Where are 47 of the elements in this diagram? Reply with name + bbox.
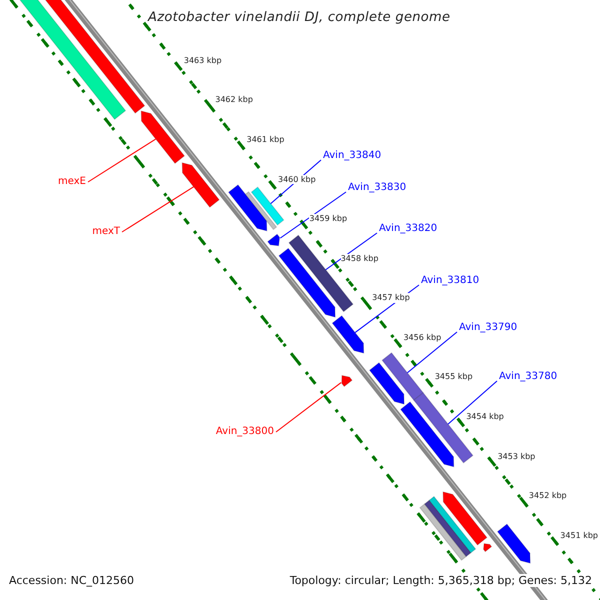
tick-label: 3455 kbp — [434, 372, 473, 382]
tick-label: 3460 kbp — [278, 174, 316, 184]
gene-block — [140, 110, 186, 164]
tick-label: 3459 kbp — [309, 214, 348, 224]
tick-label: 3454 kbp — [466, 412, 504, 422]
genome-info-text: Topology: circular; Length: 5,365,318 bp; Genes: 5,132 — [290, 574, 592, 588]
leader-line — [280, 192, 346, 239]
gene-block — [228, 184, 268, 232]
leader-line — [122, 186, 194, 232]
gene-block — [250, 186, 284, 226]
tick-label: 3457 kbp — [372, 293, 410, 303]
tick-label: 3452 kbp — [528, 491, 567, 501]
title: Azotobacter vinelandii DJ, complete genome — [148, 10, 450, 26]
leader-line — [325, 232, 378, 270]
gene-label: Avin_33820 — [379, 223, 438, 235]
tick-label: 3451 kbp — [560, 530, 598, 540]
gene-label: mexE — [58, 176, 86, 188]
gene-block — [267, 234, 280, 246]
gene-block — [332, 315, 364, 354]
gene-label: Avin_33790 — [459, 322, 518, 334]
tick-label: 3463 kbp — [184, 56, 222, 66]
gene-label: Avin_33780 — [499, 371, 558, 383]
gene-block — [182, 162, 220, 208]
gene-label: Avin_33840 — [323, 150, 382, 162]
gene-label: Avin_33810 — [421, 275, 480, 287]
tick-label: 3462 kbp — [215, 95, 253, 106]
accession-text: Accession: NC_012560 — [9, 574, 134, 588]
gene-block — [278, 248, 336, 318]
tick-label: 3456 kbp — [403, 332, 442, 342]
tick-label: 3458 kbp — [340, 254, 378, 264]
gene-block — [244, 191, 278, 230]
leader-line — [276, 382, 342, 432]
leader-line — [448, 380, 498, 425]
tick-label: 3461 kbp — [246, 135, 284, 145]
leader-line — [88, 138, 156, 182]
gene-block — [442, 491, 488, 546]
tick-label: 3453 kbp — [498, 452, 536, 462]
gene-block — [483, 543, 492, 552]
gene-label: Avin_33830 — [348, 182, 406, 194]
gene-block — [368, 362, 405, 405]
gene-label: Avin_33800 — [216, 426, 274, 438]
gene-block — [400, 401, 454, 468]
gene-block — [341, 374, 353, 388]
leader-line — [406, 332, 458, 374]
gene-block — [496, 523, 531, 564]
gene-label: mexT — [92, 226, 120, 238]
gene-block — [381, 352, 424, 401]
